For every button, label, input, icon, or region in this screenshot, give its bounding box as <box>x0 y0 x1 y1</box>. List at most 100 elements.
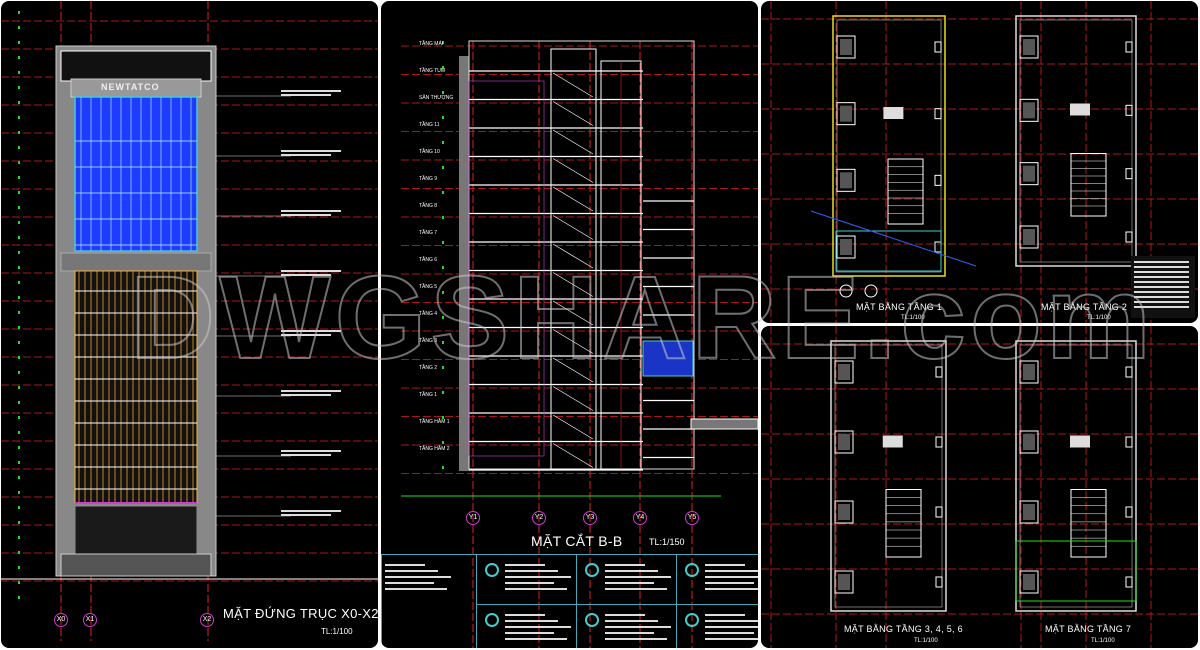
column-hatch <box>1023 364 1035 380</box>
stair-flight <box>552 443 594 468</box>
stair-flight <box>552 129 594 155</box>
note-text <box>1134 281 1189 283</box>
column <box>1019 360 1039 384</box>
note-text <box>1134 271 1189 273</box>
column-hatch <box>1023 504 1035 520</box>
note-text-line <box>705 620 758 622</box>
note-text-line <box>505 626 571 628</box>
note-text-line <box>385 570 438 572</box>
note-text <box>281 394 331 396</box>
note-text <box>281 334 331 336</box>
axis-marker: Y2 <box>532 511 546 525</box>
column-hatch <box>1023 574 1035 590</box>
note-badge-icon <box>485 563 499 577</box>
elevation-panel[interactable]: NEWTATCO X0 X1 X2 MẶT ĐỨNG TRỤC X0-X2 TL… <box>1 1 378 648</box>
section-scale: TL:1/150 <box>649 537 685 547</box>
column <box>1019 162 1039 186</box>
column <box>1019 430 1039 454</box>
column <box>934 241 942 253</box>
note-cell <box>576 554 676 604</box>
curtain-wall <box>74 96 198 252</box>
column <box>834 430 854 454</box>
note-text-line <box>505 576 571 578</box>
note-cell <box>381 554 476 648</box>
column <box>836 102 856 126</box>
column-hatch <box>1023 229 1035 245</box>
note-text-line <box>505 614 545 616</box>
column <box>1125 436 1133 448</box>
column <box>836 235 856 259</box>
column <box>934 41 942 53</box>
plan-outline <box>830 340 947 612</box>
note-text <box>281 274 331 276</box>
column <box>935 576 943 588</box>
note-badge-icon <box>485 613 499 627</box>
stair-flight <box>552 386 594 411</box>
note-text-line <box>385 564 425 566</box>
level-label: TẦNG 2 <box>419 365 438 371</box>
note-cell <box>576 604 676 648</box>
column <box>836 168 856 192</box>
stair-flight <box>552 243 594 269</box>
note-text <box>281 270 341 272</box>
note-text-line <box>705 638 758 640</box>
plan-inner-wall <box>1019 19 1133 263</box>
level-label: TẦNG HẦM 1 <box>419 419 450 425</box>
column-hatch <box>838 434 850 450</box>
column <box>1125 104 1133 116</box>
column <box>934 108 942 120</box>
section-cut <box>810 210 977 267</box>
note-text-line <box>705 626 758 628</box>
axis-marker: Y3 <box>583 511 597 525</box>
stair <box>887 158 924 225</box>
section-title: MẶT CẮT B-B <box>531 533 623 549</box>
note-text <box>1134 296 1189 298</box>
column-hatch <box>1023 102 1035 119</box>
level-label: TẦNG MÁI <box>419 41 444 47</box>
stair-flight <box>552 101 594 126</box>
stair-flight <box>552 186 594 212</box>
level-label: SÂN THƯỢNG <box>419 95 454 101</box>
note-text <box>281 454 331 456</box>
note-text <box>281 514 331 516</box>
note-text <box>281 510 341 512</box>
note-text-line <box>505 632 554 634</box>
note-badge-icon <box>585 613 599 627</box>
axis-marker: Y5 <box>685 511 699 525</box>
section-outline <box>468 40 695 470</box>
note-badge-icon <box>585 563 599 577</box>
column <box>834 360 854 384</box>
note-text-line <box>505 564 545 566</box>
plans-panel-lower[interactable]: MẶT BẰNG TẦNG 3, 4, 5, 6 TL:1/100 MẶT BẰ… <box>761 326 1198 648</box>
axis-marker: Y1 <box>466 511 480 525</box>
room-zone <box>468 80 545 457</box>
level-label: TẦNG 10 <box>419 149 440 155</box>
elevation-title: MẶT ĐỨNG TRỤC X0-X2 <box>223 606 378 621</box>
note-cell <box>676 604 758 648</box>
column-hatch <box>840 172 852 189</box>
roof-band <box>60 50 212 82</box>
plan-outline <box>1015 340 1137 612</box>
note-text-line <box>705 582 754 584</box>
plan-inner-wall <box>836 19 942 273</box>
plan-title: MẶT BẰNG TẦNG 2 <box>1041 302 1128 312</box>
plan-scale: TL:1/100 <box>1091 638 1115 644</box>
column-hatch <box>840 239 852 255</box>
column <box>934 174 942 186</box>
note-text <box>1134 306 1189 308</box>
section-drawing <box>401 40 758 648</box>
column-hatch <box>840 39 852 55</box>
note-text <box>1134 291 1189 293</box>
stair-core <box>550 48 597 470</box>
plans-panel-upper[interactable]: MẶT BẰNG TẦNG 1 TL:1/100 MẶT BẰNG TẦNG 2… <box>761 1 1198 323</box>
level-label: TẦNG 8 <box>419 203 438 209</box>
stair <box>1070 489 1107 558</box>
level-label: TẦNG HẦM 2 <box>419 446 450 452</box>
stair-flight <box>552 300 594 326</box>
balcony <box>1015 540 1137 602</box>
note-text <box>1134 266 1189 268</box>
column <box>1019 35 1039 59</box>
plan-drawing-lower <box>761 326 1198 648</box>
level-label: TẦNG 1 <box>419 392 438 398</box>
